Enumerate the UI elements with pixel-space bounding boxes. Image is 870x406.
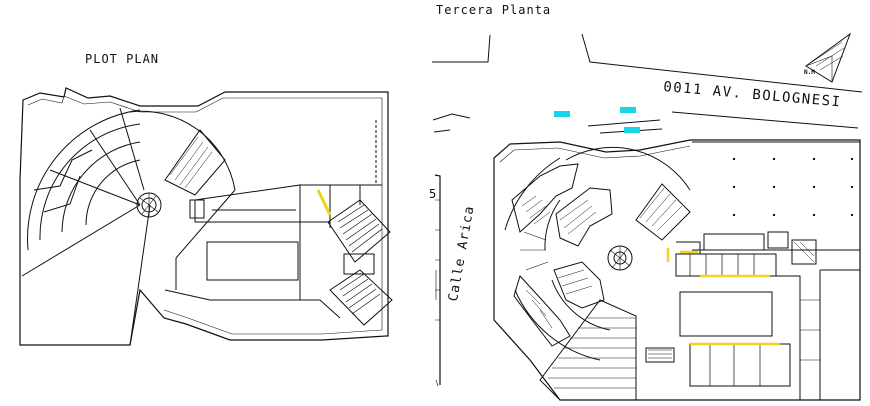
- lower-stair: [645, 347, 675, 363]
- column: [773, 158, 775, 160]
- rotunda-arc: [504, 157, 561, 231]
- plot-seat-rows: [339, 273, 381, 315]
- plot-fan-divider: [129, 204, 151, 346]
- plot-auditorium-upper: [327, 199, 391, 263]
- highlight-marks: [666, 248, 780, 346]
- tercera-planta-drawing: [432, 32, 863, 401]
- block-number-label: 5: [429, 187, 437, 201]
- plot-room-block: [300, 184, 382, 228]
- street-edge-avenue: [671, 111, 859, 129]
- plot-lower-edge: [164, 289, 341, 319]
- plot-seat-rows: [337, 204, 383, 253]
- plot-fan-divider: [119, 107, 145, 191]
- cyan-marker: [624, 127, 640, 133]
- plot-plan-title: PLOT PLAN: [85, 52, 160, 66]
- lower-office-partitions: [709, 344, 761, 386]
- wedge-stair-steps: [639, 187, 683, 231]
- plot-stair-box: [343, 253, 375, 275]
- plot-court: [206, 241, 299, 281]
- office-row: [675, 253, 777, 277]
- classroom-ring: [553, 261, 605, 309]
- small-room: [767, 231, 789, 249]
- street-edge-north-2: [581, 33, 863, 93]
- column: [813, 186, 815, 188]
- plot-corridor: [194, 184, 301, 223]
- column: [851, 158, 853, 160]
- plot-fan-divider: [21, 204, 141, 277]
- plot-fan-seat: [43, 175, 81, 213]
- classroom-seats: [521, 195, 597, 329]
- plot-wedge-hatch: [169, 136, 213, 189]
- plot-rotunda-arc-inner: [175, 189, 236, 259]
- column: [733, 158, 735, 160]
- plot-fan-seat: [33, 149, 93, 191]
- cyan-marker: [554, 111, 570, 117]
- column-grid: [733, 158, 853, 216]
- plot-fan-ring2: [39, 123, 141, 241]
- plot-fan-outer: [27, 109, 141, 251]
- plot-wedge-room: [164, 129, 226, 196]
- north-arrow-icon: [805, 32, 852, 83]
- plot-highlight: [316, 189, 332, 216]
- column: [733, 214, 735, 216]
- rotunda-arc-inner: [544, 199, 561, 251]
- plot-fan-divider: [89, 129, 141, 206]
- plot-rotunda-arc: [129, 110, 236, 191]
- stair-box-hatch: [793, 241, 815, 263]
- office-partitions: [689, 254, 755, 276]
- classroom-partitions: [520, 231, 549, 271]
- cyan-markers: [554, 107, 640, 133]
- cyan-marker: [620, 107, 636, 113]
- column: [773, 186, 775, 188]
- office-corner: [676, 241, 701, 254]
- rotunda-outer: [565, 146, 691, 191]
- plot-stair-steps: [139, 193, 159, 217]
- classroom-ring: [513, 275, 571, 347]
- column: [813, 158, 815, 160]
- inner-court: [679, 291, 773, 337]
- plot-fan-ring4: [85, 159, 141, 226]
- plot-small-room: [189, 199, 205, 219]
- classroom-ring: [555, 187, 613, 247]
- street-edge-north: [432, 34, 491, 63]
- column: [851, 186, 853, 188]
- north-arrow-hatch: [811, 41, 845, 71]
- plot-fan-divider: [49, 169, 141, 206]
- column: [733, 186, 735, 188]
- side-street-edge: [434, 174, 441, 385]
- side-street-curb: [433, 129, 451, 133]
- right-wing: [776, 269, 860, 400]
- central-stair-steps: [609, 246, 631, 270]
- street-curb: [587, 119, 661, 127]
- plot-plan-drawing: [19, 87, 393, 346]
- north-marker-label: N.M: [804, 69, 815, 76]
- plot-inner-wall: [175, 185, 301, 300]
- plot-site-boundary: [19, 87, 389, 346]
- lower-stair-steps: [648, 349, 672, 359]
- lower-office-row: [689, 343, 791, 387]
- side-detail: [435, 270, 439, 387]
- stair-box: [791, 239, 817, 265]
- side-street-ticks: [435, 199, 440, 321]
- plot-inner-boundary: [27, 95, 383, 335]
- rotunda-arc: [514, 289, 601, 361]
- main-block: [692, 141, 861, 251]
- ramp-hatch: [548, 317, 636, 389]
- tercera-planta-title: Tercera Planta: [436, 3, 552, 17]
- reception-desk: [703, 233, 765, 251]
- side-street-curb: [432, 113, 471, 121]
- column: [773, 214, 775, 216]
- right-wing-partitions: [800, 299, 820, 361]
- column: [813, 214, 815, 216]
- classroom-ring: [511, 163, 579, 233]
- building-outline: [493, 139, 861, 401]
- wedge-stair: [635, 183, 691, 241]
- plot-fan-ring3: [61, 141, 141, 233]
- ramp-area: [539, 299, 637, 401]
- column: [851, 214, 853, 216]
- building-inner-outline: [499, 145, 691, 163]
